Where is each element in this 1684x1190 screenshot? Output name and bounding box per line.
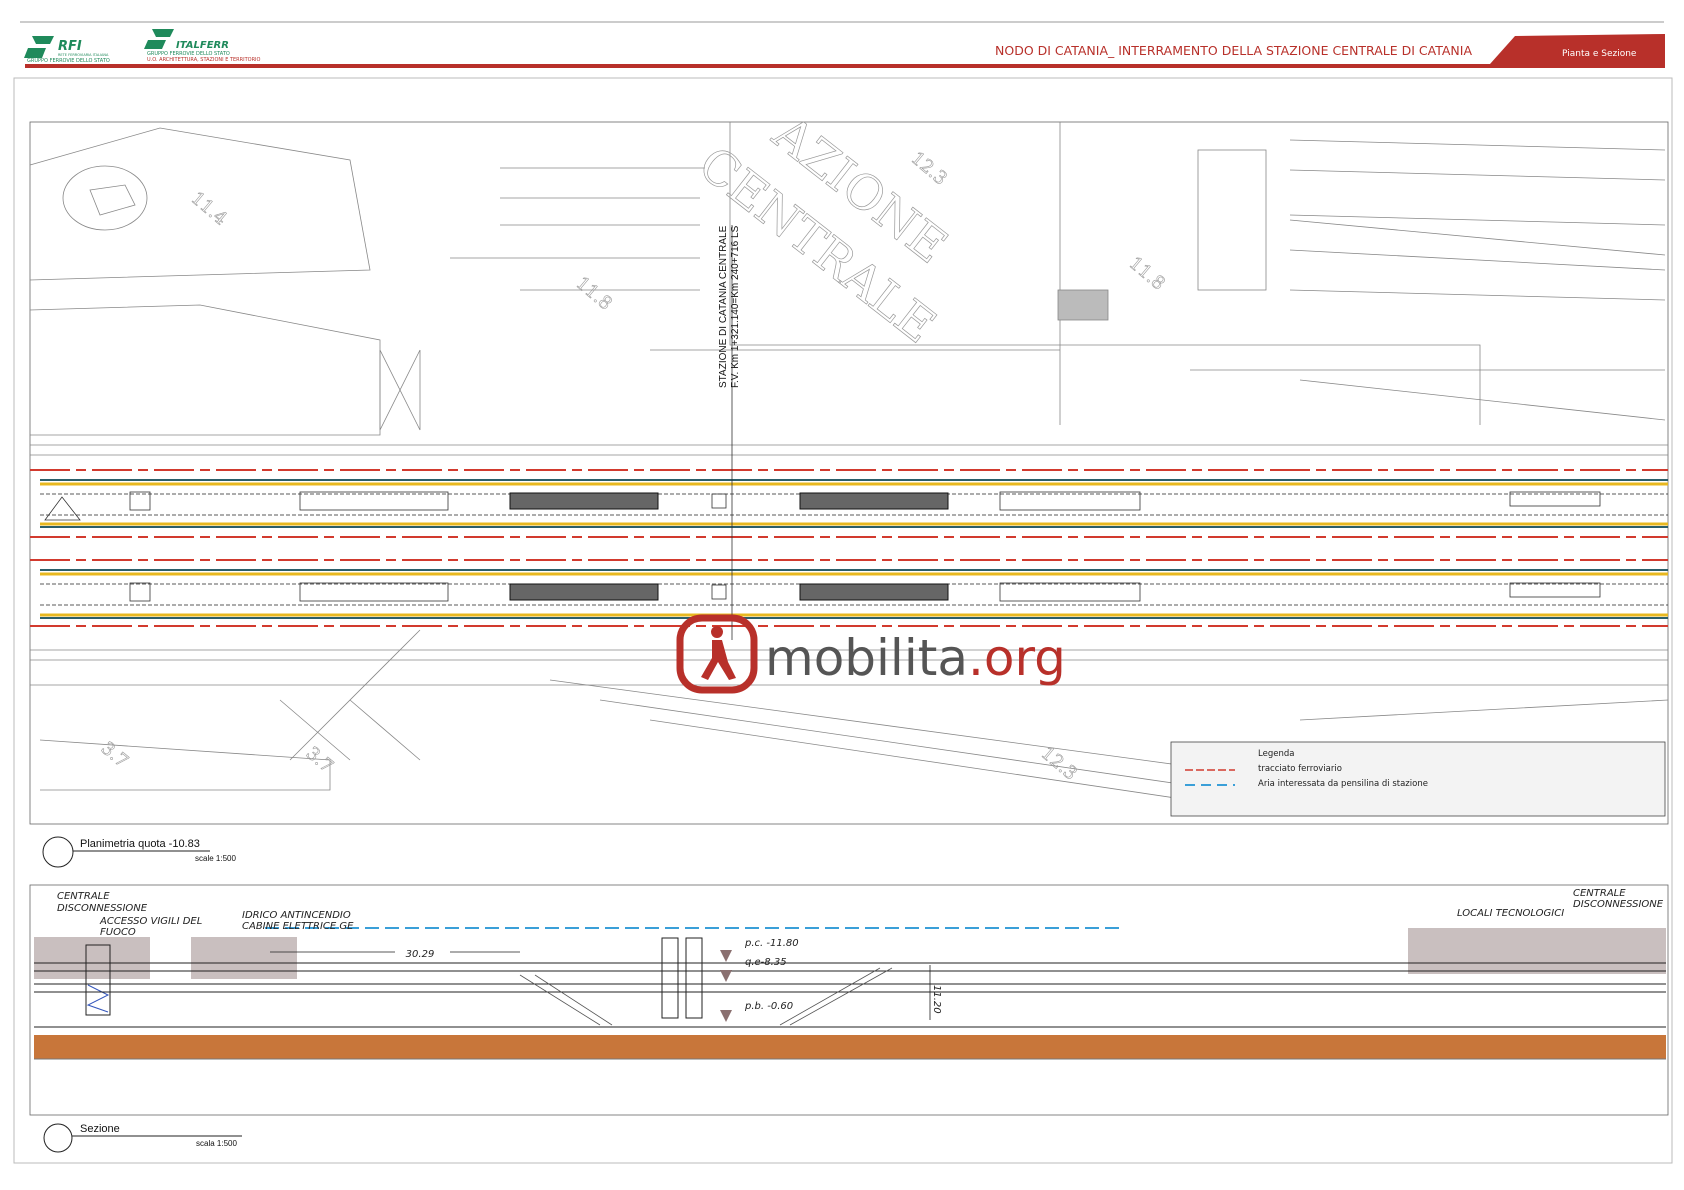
svg-text:FUOCO: FUOCO bbox=[100, 927, 136, 938]
mobilita-watermark: mobilita.org bbox=[676, 614, 1066, 694]
height-dimension: 11.20 bbox=[929, 965, 942, 1020]
section-slabs bbox=[34, 962, 1666, 1028]
elevation-label: 11.4 bbox=[187, 188, 231, 230]
track-alignment-lines bbox=[30, 469, 1668, 627]
rfi-group: GRUPPO FERROVIE DELLO STATO bbox=[27, 58, 110, 64]
elevation-label: 12.3 bbox=[907, 148, 951, 190]
header: RFI RETE FERROVIARIA ITALIANA GRUPPO FER… bbox=[20, 21, 1665, 68]
svg-text:STAZIONE DI CATANIA CENTRALE: STAZIONE DI CATANIA CENTRALE bbox=[718, 225, 729, 388]
section-view: 30.29 11.20 p.c. -11.80 q.e-8.35 p.b. -0… bbox=[29, 884, 1669, 1153]
watermark-text: mobilita.org bbox=[765, 629, 1066, 687]
header-rule bbox=[25, 64, 1665, 68]
sheet-frame bbox=[13, 77, 1673, 1164]
section-title: Sezione bbox=[80, 1123, 120, 1135]
section-title-block: Sezione scala 1:500 bbox=[43, 1123, 242, 1153]
svg-text:DISCONNESSIONE: DISCONNESSIONE bbox=[57, 903, 148, 914]
svg-text:CENTRALE: CENTRALE bbox=[57, 891, 110, 902]
section-annotations: CENTRALE DISCONNESSIONE ACCESSO VIGILI D… bbox=[57, 888, 1664, 938]
svg-text:CENTRALE: CENTRALE bbox=[1573, 888, 1626, 899]
italferr-group: GRUPPO FERROVIE DELLO STATO bbox=[147, 51, 230, 57]
svg-text:F.V. Km 1+321.140=Km 240+716 L: F.V. Km 1+321.140=Km 240+716 LS bbox=[730, 225, 741, 388]
legend: Legenda tracciato ferroviario Aria inter… bbox=[1170, 741, 1666, 817]
plan-view: AZIONE CENTRALE 11.4 11.8 12.3 11.8 3.7 … bbox=[29, 104, 1669, 868]
rfi-subtitle: RETE FERROVIARIA ITALIANA bbox=[58, 53, 109, 57]
header-tab-shape bbox=[1490, 34, 1665, 64]
plan-scale: scale 1:500 bbox=[195, 854, 236, 863]
legend-item-label: tracciato ferroviario bbox=[1258, 764, 1342, 774]
room-idrico-cabine bbox=[191, 937, 297, 979]
level-label: p.c. -11.80 bbox=[744, 938, 799, 949]
span-dimension: 30.29 bbox=[270, 949, 520, 960]
svg-text:ACCESSO VIGILI DEL: ACCESSO VIGILI DEL bbox=[99, 916, 202, 927]
elevation-label: 3.7 bbox=[302, 743, 337, 777]
escalators bbox=[519, 967, 893, 1026]
room-locali-tecnologici bbox=[1408, 928, 1666, 974]
soil-band bbox=[34, 1035, 1666, 1059]
station-chainage-label: STAZIONE DI CATANIA CENTRALE F.V. Km 1+3… bbox=[718, 225, 741, 388]
sheet-title: NODO DI CATANIA_ INTERRAMENTO DELLA STAZ… bbox=[995, 43, 1472, 58]
rfi-name: RFI bbox=[58, 39, 82, 54]
elevation-label: 11.8 bbox=[1125, 253, 1169, 295]
legend-item-label: Aria interessata da pensilina di stazion… bbox=[1258, 779, 1428, 789]
height-dimension-value: 11.20 bbox=[931, 985, 942, 1014]
elevation-label: 3.7 bbox=[97, 738, 132, 772]
level-label: p.b. -0.60 bbox=[744, 1001, 793, 1012]
svg-text:CABINE ELETTRICE GE: CABINE ELETTRICE GE bbox=[242, 921, 354, 932]
room-centrale-disconnessione-left bbox=[34, 937, 150, 979]
italferr-unit: U.O. ARCHITETTURA, STAZIONI E TERRITORIO bbox=[147, 57, 261, 63]
level-label: q.e-8.35 bbox=[745, 957, 787, 968]
platform-upper bbox=[40, 479, 1668, 528]
span-dimension-value: 30.29 bbox=[406, 949, 435, 960]
platform-lower bbox=[40, 569, 1668, 619]
plan-context-buildings bbox=[29, 122, 1669, 816]
level-markers: p.c. -11.80 q.e-8.35 p.b. -0.60 bbox=[720, 938, 799, 1022]
plan-elevation-marks: 11.4 11.8 12.3 11.8 3.7 3.7 12.3 bbox=[96, 147, 1169, 784]
svg-text:LOCALI TECNOLOGICI: LOCALI TECNOLOGICI bbox=[1457, 908, 1564, 919]
italferr-logo: ITALFERR GRUPPO FERROVIE DELLO STATO U.O… bbox=[144, 29, 261, 63]
plan-title: Planimetria quota -10.83 bbox=[80, 838, 200, 850]
plan-title-block: Planimetria quota -10.83 scale 1:500 bbox=[42, 836, 236, 868]
sheet-tab-label: Pianta e Sezione bbox=[1562, 49, 1637, 59]
lift-shafts bbox=[661, 937, 703, 1019]
pedestrian-icon bbox=[676, 614, 758, 694]
rfi-logo: RFI RETE FERROVIARIA ITALIANA GRUPPO FER… bbox=[24, 36, 110, 64]
svg-text:IDRICO ANTINCENDIO: IDRICO ANTINCENDIO bbox=[242, 910, 351, 921]
elevation-label: 11.8 bbox=[572, 273, 616, 315]
section-scale: scala 1:500 bbox=[196, 1139, 237, 1148]
italferr-name: ITALFERR bbox=[176, 40, 229, 51]
vigili-fuoco-shaft bbox=[85, 944, 111, 1016]
legend-title: Legenda bbox=[1258, 749, 1294, 759]
svg-text:DISCONNESSIONE: DISCONNESSIONE bbox=[1573, 899, 1664, 910]
